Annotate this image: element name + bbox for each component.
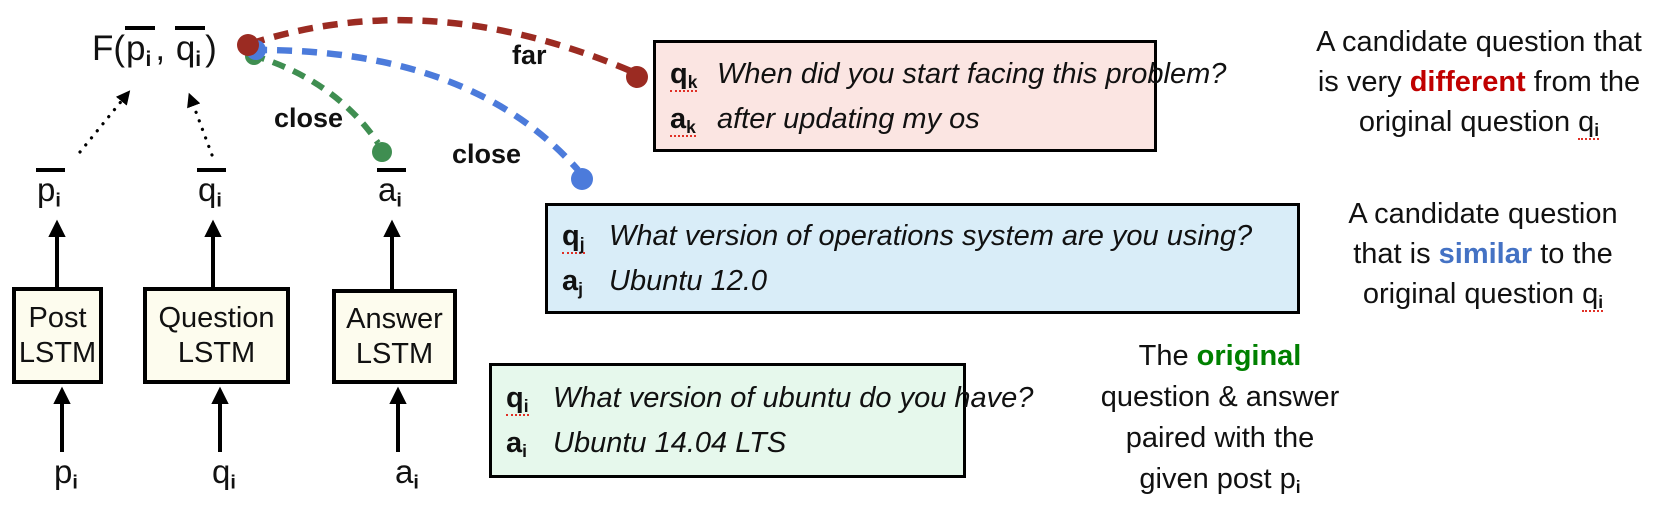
annotation-original: The original question & answer paired wi…: [1086, 336, 1354, 500]
candidate-close-qa-box: qj What version of operations system are…: [545, 203, 1300, 314]
annotation-original-line1: The original: [1138, 340, 1302, 372]
close-endpoint-dot-green: [372, 142, 392, 162]
original-question-row: qi What version of ubuntu do you have?: [492, 382, 1033, 416]
original-question-text: What version of ubuntu do you have?: [553, 382, 1034, 414]
annotation-similar-line2: that is similar to the: [1353, 238, 1613, 270]
question-lstm-box: Question LSTM: [143, 287, 290, 384]
far-answer-text: after updating my os: [717, 102, 980, 135]
post-lstm-line2: LSTM: [18, 336, 97, 369]
post-lstm-box: Post LSTM: [12, 287, 103, 384]
input-p-label: pi: [54, 453, 78, 494]
f-close: ): [205, 29, 217, 68]
close-label-green: close: [274, 103, 344, 133]
question-lstm-line2: LSTM: [177, 336, 256, 369]
original-highlight: original: [1196, 340, 1302, 372]
annotation-original-line2: question & answer: [1100, 381, 1340, 413]
far-label: far: [512, 40, 547, 70]
similar-highlight: similar: [1438, 238, 1533, 270]
answer-lstm-box: Answer LSTM: [332, 289, 457, 384]
close-question-text: What version of operations system are yo…: [609, 220, 1253, 252]
original-answer-text: Ubuntu 14.04 LTS: [553, 427, 787, 459]
candidate-far-qa-box: qk When did you start facing this proble…: [653, 40, 1226, 152]
annotation-similar-line3: original question qi: [1362, 278, 1604, 312]
post-lstm-line1: Post: [28, 301, 87, 334]
annotation-similar: A candidate question that is similar to …: [1302, 194, 1664, 314]
annotation-similar-line1: A candidate question: [1348, 198, 1618, 230]
scoring-function-label: F(pi, qi): [92, 26, 217, 70]
close-label-blue: close: [452, 139, 522, 169]
annotation-original-line3: paired with the: [1125, 422, 1315, 454]
start-dot-blue: [246, 40, 266, 60]
original-question-label: qi: [506, 382, 529, 416]
answer-lstm-line2: LSTM: [355, 337, 434, 370]
input-a-label: ai: [395, 453, 419, 494]
far-question-label: qk: [670, 57, 698, 92]
far-answer-label: ak: [670, 102, 696, 137]
input-q-label: qi: [212, 453, 236, 494]
start-dot-green: [245, 47, 263, 65]
hidden-state-p-label: pi: [36, 168, 65, 210]
far-answer-row: ak after updating my os: [656, 102, 1154, 137]
far-endpoint-dot-red: [626, 66, 648, 88]
hidden-state-q-label: qi: [197, 168, 226, 210]
answer-lstm-line1: Answer: [346, 302, 443, 335]
f-arg-q: qi: [174, 26, 206, 70]
far-question-row: qk When did you start facing this proble…: [656, 57, 1226, 92]
original-answer-label: ai: [506, 427, 527, 461]
question-lstm-line1: Question: [158, 301, 275, 334]
different-highlight: different: [1409, 66, 1526, 98]
far-curve-red: [248, 16, 635, 75]
f-separator: ,: [155, 29, 175, 68]
annotation-different-line2: is very different from the: [1317, 66, 1641, 98]
start-dot-red: [237, 34, 259, 56]
dotted-arrow-p-to-f: [78, 90, 131, 154]
close-answer-label: aj: [562, 265, 583, 299]
dotted-arrow-q-to-f: [187, 92, 214, 157]
annotation-original-line4: given post pi: [1139, 463, 1301, 497]
annotation-different-line1: A candidate question that: [1316, 26, 1642, 58]
annotation-different: A candidate question that is very differ…: [1294, 22, 1664, 142]
close-question-row: qj What version of operations system are…: [548, 220, 1297, 254]
annotation-different-line3: original question qi: [1358, 106, 1600, 140]
close-answer-row: aj Ubuntu 12.0: [548, 265, 1297, 299]
close-answer-text: Ubuntu 12.0: [609, 265, 768, 297]
f-arg-p: pi: [125, 26, 156, 70]
close-question-label: qj: [562, 220, 585, 254]
original-qa-box: qi What version of ubuntu do you have? a…: [489, 363, 1033, 478]
far-question-text: When did you start facing this problem?: [717, 57, 1227, 90]
hidden-state-a-label: ai: [377, 168, 406, 210]
f-open: F(: [92, 29, 126, 68]
close-endpoint-dot-blue: [571, 168, 593, 190]
original-answer-row: ai Ubuntu 14.04 LTS: [492, 427, 963, 461]
